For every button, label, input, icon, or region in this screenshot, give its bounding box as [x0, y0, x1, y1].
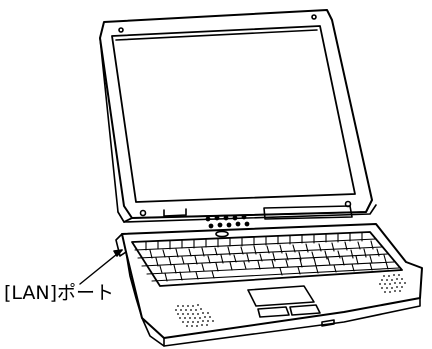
lan-port-label: [LAN]ポート	[4, 282, 114, 304]
touchpad-right-button	[290, 305, 320, 315]
touchpad	[248, 286, 314, 306]
screw-icon	[312, 15, 316, 19]
callout-leader	[80, 250, 122, 284]
power-button	[216, 231, 228, 236]
laptop-base	[116, 200, 422, 346]
laptop-lid	[100, 10, 372, 222]
right-speaker	[379, 274, 406, 293]
screw-icon	[119, 28, 123, 32]
screw-icon	[141, 211, 146, 216]
touchpad-left-button	[258, 307, 289, 317]
display-screen	[112, 26, 355, 202]
left-speaker	[175, 304, 214, 327]
hinge	[164, 209, 186, 216]
